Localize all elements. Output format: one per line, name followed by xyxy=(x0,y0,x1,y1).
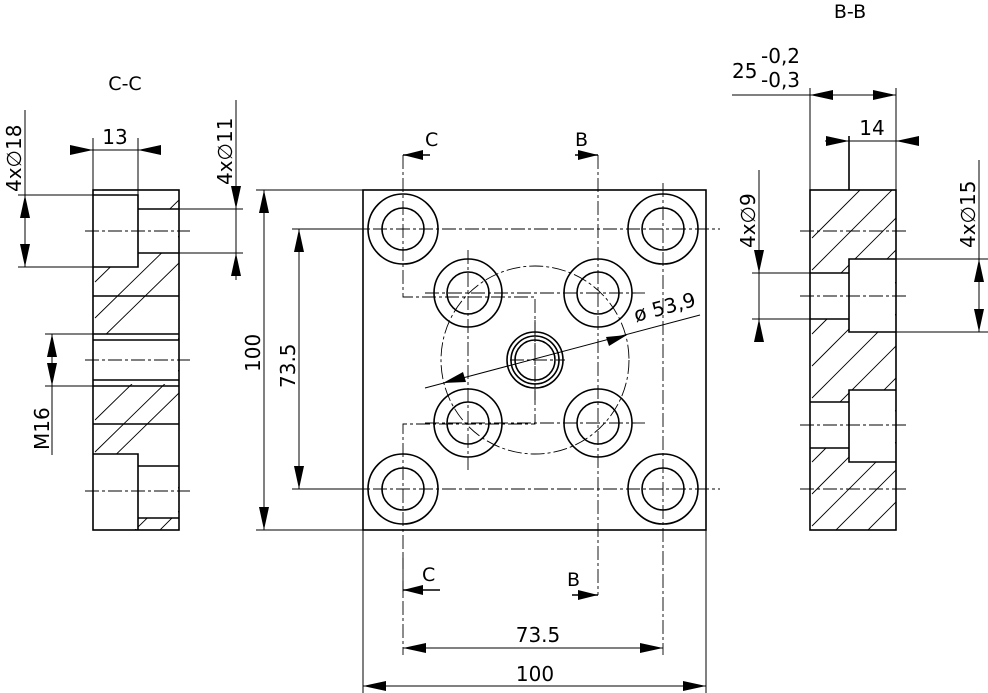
section-marker-c-top: C xyxy=(425,129,438,151)
dim-cc-bore-large: 4x∅18 xyxy=(2,125,26,192)
dim-cc-bore-small: 4x∅11 xyxy=(213,118,237,185)
section-bb-view: B-B xyxy=(732,1,988,531)
inner-holes xyxy=(433,258,633,458)
dim-bb-depth: 14 xyxy=(859,116,884,140)
front-view-outline xyxy=(362,189,707,531)
dim-front-pitch-horizontal: 73.5 xyxy=(516,623,561,647)
dim-front-pitch-vertical: 73.5 xyxy=(276,343,300,388)
section-marker-b-bottom: B xyxy=(567,569,580,591)
dim-bb-bore-small: 4x∅9 xyxy=(736,193,760,248)
section-bb-outline xyxy=(809,189,897,531)
centre-thread-hole xyxy=(506,331,564,389)
dim-bb-bore-large: 4x∅15 xyxy=(956,181,980,248)
front-view: ø 53,9 C B C B 100 73.5 73.5 xyxy=(241,129,720,693)
dim-front-width: 100 xyxy=(516,662,554,686)
section-marker-b-top: B xyxy=(575,129,588,151)
dim-bb-tol-upper: -0,2 xyxy=(761,44,800,68)
section-cc-title: C-C xyxy=(108,73,141,95)
dim-bb-tol-lower: -0,3 xyxy=(761,68,800,92)
corner-holes xyxy=(367,193,699,525)
section-bb-hatching xyxy=(811,190,896,530)
dim-front-height: 100 xyxy=(241,334,265,372)
dim-cc-thread: M16 xyxy=(30,407,54,450)
section-marker-c-bottom: C xyxy=(422,564,435,586)
dim-cc-width: 13 xyxy=(102,125,127,149)
section-bb-title: B-B xyxy=(834,1,866,23)
section-cc-view: C-C xyxy=(2,73,243,531)
dim-bb-thickness: 25 xyxy=(732,59,757,83)
